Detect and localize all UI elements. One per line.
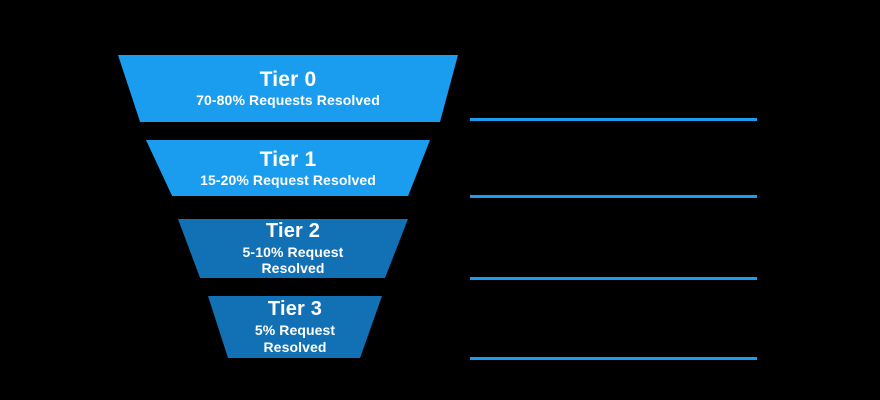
funnel-stage-tier-3[interactable]: Tier 3 5% Request Resolved	[208, 296, 382, 358]
funnel-stage-tier-2[interactable]: Tier 2 5-10% Request Resolved	[178, 219, 408, 278]
funnel-stage-subtitle: 70-80% Requests Resolved	[196, 92, 380, 109]
notes-panel	[470, 0, 760, 400]
funnel-stage-title: Tier 1	[259, 147, 317, 171]
funnel-stage-subtitle: 5-10% Request Resolved	[242, 243, 344, 276]
funnel-stage-title: Tier 3	[267, 298, 323, 321]
funnel-stage-title: Tier 2	[265, 219, 321, 242]
note-divider-rule	[470, 118, 757, 121]
funnel-stage-tier-1[interactable]: Tier 1 15-20% Request Resolved	[146, 140, 430, 196]
note-divider-rule	[470, 195, 757, 198]
funnel-stage-subtitle: 15-20% Request Resolved	[200, 171, 376, 188]
support-tier-funnel: Tier 0 70-80% Requests Resolved Tier 1 1…	[118, 55, 458, 358]
funnel-stage-tier-0[interactable]: Tier 0 70-80% Requests Resolved	[118, 55, 458, 122]
funnel-stage-subtitle: 5% Request Resolved	[254, 322, 336, 355]
note-divider-rule	[470, 357, 757, 360]
note-divider-rule	[470, 277, 757, 280]
funnel-stage-title: Tier 0	[259, 68, 317, 92]
